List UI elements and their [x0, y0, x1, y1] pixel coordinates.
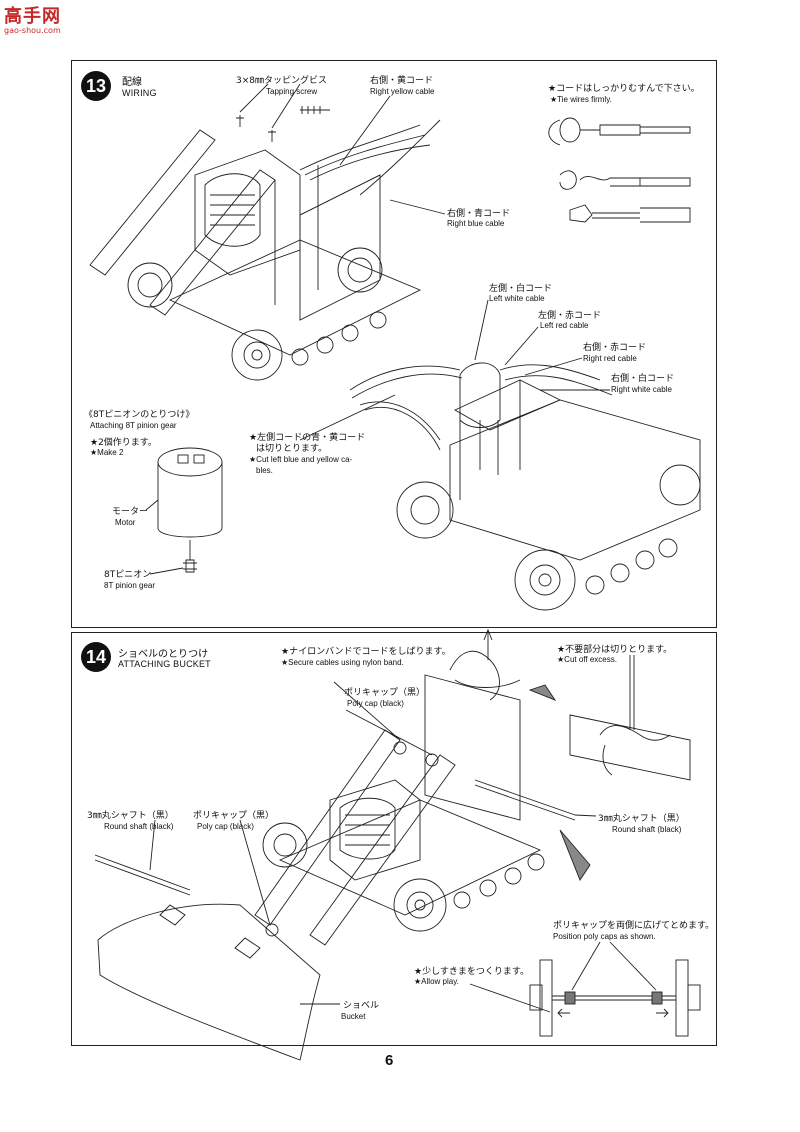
cut-off-detail-illustration [569, 655, 691, 781]
watermark-url: gao-shou.com [4, 26, 61, 35]
polycap-position-detail-illustration [469, 941, 701, 1037]
cut-note-jp-1: ★左側コードの青・黄コード [249, 433, 366, 443]
play-note-en: ★Allow play. [414, 977, 459, 986]
step-13-panel [71, 60, 717, 628]
left-white-label-en: Left white cable [489, 294, 545, 303]
nylon-note-en: ★Secure cables using nylon band. [281, 658, 404, 667]
bucket-label-jp: ショベル [343, 1001, 380, 1011]
motor-label-jp: モーター [112, 507, 149, 517]
watermark-logo-text: 高手网 [4, 6, 61, 27]
screw-label-jp: 3×8㎜タッピングビス [236, 76, 327, 86]
right-blue-label-en: Right blue cable [447, 219, 505, 228]
right-yellow-label-en: Right yellow cable [370, 87, 435, 96]
page-number: 6 [385, 1052, 394, 1069]
shaft-left-label-en: Round shaft (black) [104, 822, 174, 831]
polycap-1-label-jp: ポリキャップ（黒） [344, 688, 426, 698]
bucket-assembly-illustration [94, 628, 597, 1061]
position-note-en: Position poly caps as shown. [553, 932, 656, 941]
pinion-gear-label-en: 8T pinion gear [104, 581, 155, 590]
make-2-jp: ★2個作ります。 [90, 438, 157, 448]
cut-note-jp-2: は切りとります。 [256, 444, 328, 454]
cut-note-en-2: bles. [256, 466, 273, 475]
left-red-label-jp: 左側・赤コード [538, 311, 602, 321]
watermark-logo: 高手网 gao-shou.com [4, 2, 82, 35]
right-yellow-label-jp: 右側・黄コード [370, 76, 434, 86]
bucket-label-en: Bucket [341, 1012, 366, 1021]
right-white-label-en: Right white cable [611, 385, 672, 394]
step-14-number: 14 [81, 642, 111, 672]
motor-label-en: Motor [115, 518, 136, 527]
make-2-en: ★Make 2 [90, 448, 124, 457]
polycap-2-label-en: Poly cap (black) [197, 822, 254, 831]
screw-label-en: Tapping screw [266, 87, 318, 96]
right-blue-label-jp: 右側・青コード [447, 209, 511, 219]
shaft-right-label-en: Round shaft (black) [612, 825, 682, 834]
wire-tie-detail-illustration [548, 117, 691, 223]
cutoff-note-jp: ★不要部分は切りとります。 [557, 645, 673, 655]
left-white-label-jp: 左側・白コード [489, 284, 553, 294]
shaft-left-label-jp: 3㎜丸シャフト（黒） [87, 811, 174, 821]
polycap-1-label-en: Poly cap (black) [347, 699, 404, 708]
play-note-jp: ★少しすきまをつくります。 [414, 967, 529, 977]
pinion-gear-label-jp: 8Tピニオン [104, 570, 152, 580]
shaft-right-label-jp: 3㎜丸シャフト（黒） [598, 814, 685, 824]
wiring-chassis-illustration [89, 83, 446, 381]
polycap-2-label-jp: ポリキャップ（黒） [193, 811, 275, 821]
cutoff-note-en: ★Cut off excess. [557, 655, 617, 664]
nylon-note-jp: ★ナイロンバンドでコードをしばります。 [281, 647, 451, 657]
tie-note-en: ★Tie wires firmly. [550, 95, 612, 104]
right-white-label-jp: 右側・白コード [611, 374, 675, 384]
position-note-jp: ポリキャップを両側に広げてとめます。 [553, 921, 715, 931]
step-13-title-en: WIRING [122, 88, 157, 98]
pinion-title-jp: 《8Tピニオンのとりつけ》 [84, 410, 195, 420]
right-red-label-jp: 右側・赤コード [583, 343, 647, 353]
step-13-number: 13 [81, 71, 111, 101]
right-red-label-en: Right red cable [583, 354, 637, 363]
pinion-title-en: Attaching 8T pinion gear [90, 421, 177, 430]
step-14-title-jp: ショベルのとりつけ [118, 649, 209, 660]
motor-pinion-illustration [145, 447, 223, 575]
step-14-title-en: ATTACHING BUCKET [118, 659, 211, 669]
wiring-chassis-right-illustration [299, 299, 701, 611]
left-red-label-en: Left red cable [540, 321, 589, 330]
step-13-title-jp: 配線 [122, 77, 142, 88]
tie-note-jp: ★コードはしっかりむすんで下さい。 [548, 84, 700, 94]
step-14-panel [71, 632, 717, 1046]
cut-note-en-1: ★Cut left blue and yellow ca- [249, 455, 353, 464]
